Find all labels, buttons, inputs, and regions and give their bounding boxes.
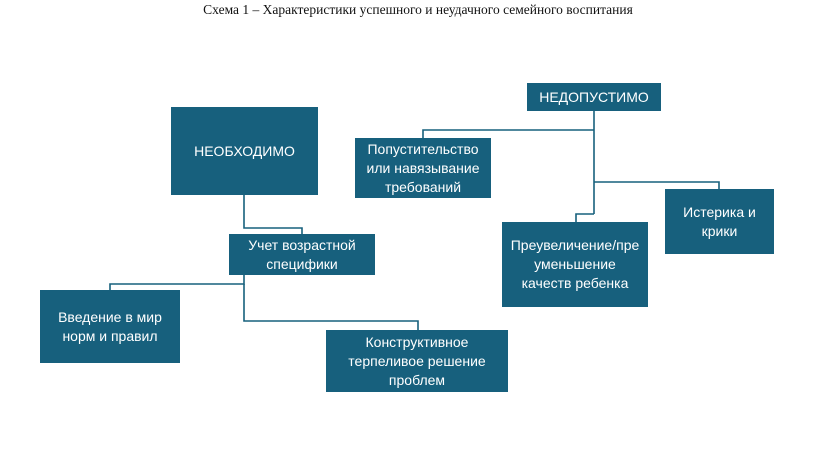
connector-unacceptable-exaggeration: [575, 213, 594, 222]
connector-age-constructive: [243, 284, 419, 330]
connector-necessary-age: [243, 195, 303, 234]
node-unacceptable-label: НЕДОПУСТИМО: [539, 88, 649, 105]
node-necessary: НЕОБХОДИМО: [171, 107, 318, 195]
connector-age-norms: [109, 275, 245, 290]
node-unacceptable: НЕДОПУСТИМО: [527, 83, 661, 111]
connector-unacceptable-hysteria: [594, 181, 720, 189]
diagram-caption: Схема 1 – Характеристики успешного и неу…: [203, 2, 633, 17]
node-norms-rules-label: Введение в мир норм и правил: [58, 308, 162, 344]
node-exaggeration: Преувеличение/пре уменьшение качеств реб…: [502, 222, 648, 307]
node-hysteria-label: Истерика и крики: [683, 203, 756, 239]
node-permissiveness-label: Попустительство или навязывание требован…: [366, 140, 480, 195]
node-constructive: Конструктивное терпеливое решение пробле…: [326, 330, 508, 392]
node-hysteria: Истерика и крики: [665, 189, 774, 254]
node-necessary-label: НЕОБХОДИМО: [194, 142, 295, 159]
node-norms-rules: Введение в мир норм и правил: [40, 290, 180, 363]
connector-unacceptable-permissiveness: [422, 129, 594, 138]
node-permissiveness: Попустительство или навязывание требован…: [355, 138, 491, 198]
node-age-specifics-label: Учет возрастной специфики: [248, 236, 356, 272]
node-exaggeration-label: Преувеличение/пре уменьшение качеств реб…: [510, 237, 640, 291]
node-age-specifics: Учет возрастной специфики: [229, 234, 375, 275]
node-constructive-label: Конструктивное терпеливое решение пробле…: [348, 333, 486, 388]
